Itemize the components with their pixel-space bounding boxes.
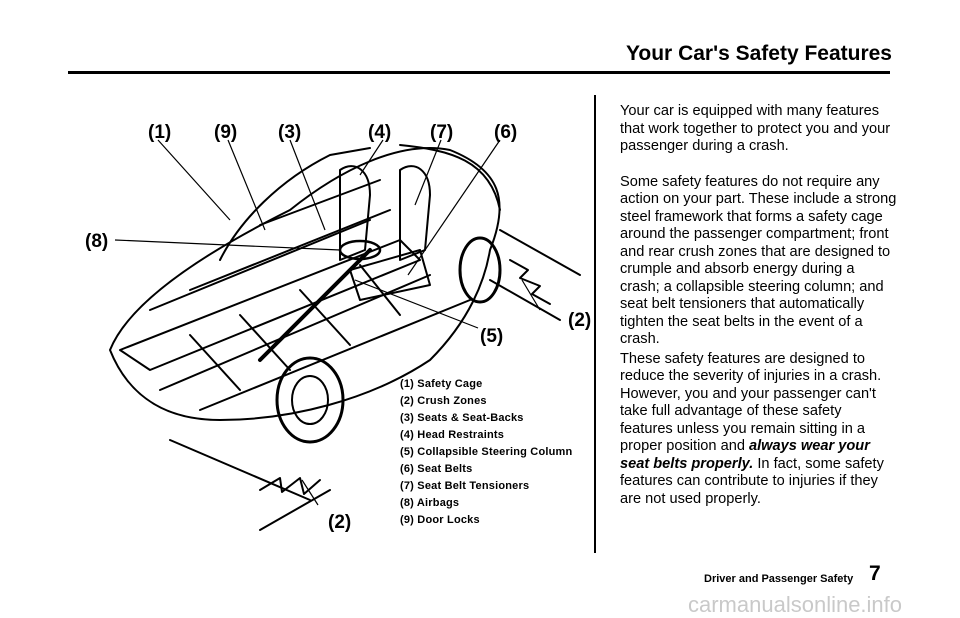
car-cutaway-illustration: (1) (9) (3) (4) (7) (6) (8) (2) (5) (2) (85, 122, 591, 533)
safety-features-diagram: (1) (9) (3) (4) (7) (6) (8) (2) (5) (2) (70, 100, 600, 550)
footer-section-label: Driver and Passenger Safety (704, 573, 854, 585)
page-header-title: Your Car's Safety Features (625, 42, 892, 65)
seat-belt-text-end: In fact, some safety features can contri… (620, 455, 884, 507)
legend-item: (8) Airbags (400, 497, 460, 509)
column-divider (594, 95, 596, 553)
callout-3: (3) (278, 122, 301, 143)
callout-4: (4) (368, 122, 391, 143)
callout-2-front: (2) (328, 512, 351, 533)
legend-item: (1) Safety Cage (400, 378, 483, 390)
legend-item: (4) Head Restraints (400, 429, 505, 441)
legend-item: (2) Crush Zones (400, 395, 487, 407)
watermark-text: carmanualsonline.info (688, 592, 903, 617)
diagram-legend: (1) Safety Cage (2) Crush Zones (3) Seat… (400, 376, 572, 529)
callout-8: (8) (85, 231, 108, 252)
legend-item: (5) Collapsible Steering Column (400, 446, 573, 458)
callout-7: (7) (430, 122, 453, 143)
intro-paragraph: Your car is equipped with many features … (620, 103, 891, 154)
callout-9: (9) (214, 122, 237, 143)
header-rule (68, 71, 890, 74)
legend-item: (6) Seat Belts (400, 463, 473, 475)
seat-belt-text-start: These safety features are designed to re… (620, 350, 882, 455)
callout-1: (1) (148, 122, 171, 143)
callout-6: (6) (494, 122, 517, 143)
legend-item: (7) Seat Belt Tensioners (400, 480, 530, 492)
passive-features-paragraph: Some safety features do not require any … (620, 173, 897, 348)
legend-item: (3) Seats & Seat-Backs (400, 412, 524, 424)
seat-belt-emphasis: always wear your seat belts properly. (620, 438, 870, 472)
callout-5: (5) (480, 326, 503, 347)
body-text: Your car is equipped with many features … (620, 103, 898, 508)
seat-belt-paragraph: These safety features are designed to re… (620, 351, 898, 509)
legend-item: (9) Door Locks (400, 514, 480, 526)
page-number: 7 (869, 562, 881, 585)
callout-2-rear: (2) (568, 310, 591, 331)
